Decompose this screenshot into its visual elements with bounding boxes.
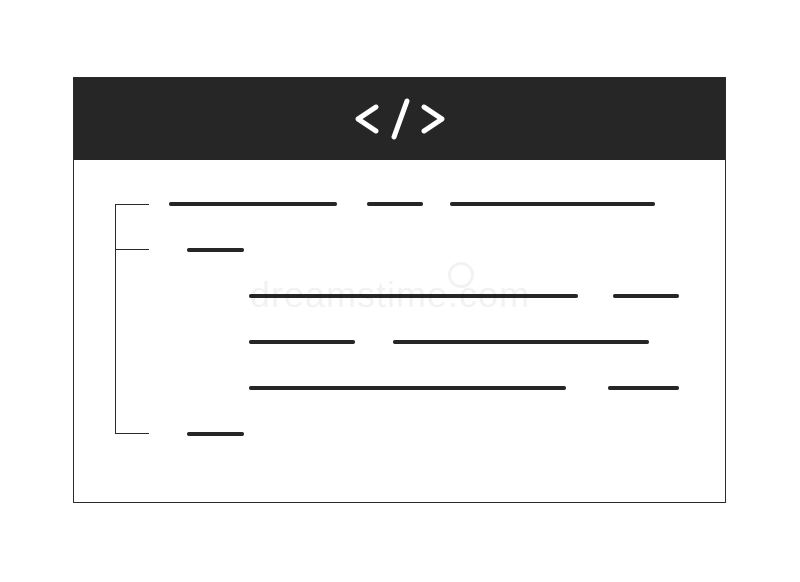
code-window bbox=[73, 77, 726, 503]
code-line bbox=[608, 386, 679, 390]
code-line bbox=[169, 202, 337, 206]
tree-bracket bbox=[115, 204, 116, 434]
code-line bbox=[613, 294, 679, 298]
code-line bbox=[187, 248, 244, 252]
tree-tick bbox=[115, 249, 149, 250]
code-line bbox=[249, 340, 355, 344]
code-line bbox=[249, 386, 566, 390]
code-line bbox=[393, 340, 649, 344]
code-line bbox=[450, 202, 655, 206]
tree-tick bbox=[115, 204, 149, 205]
code-line bbox=[187, 432, 244, 436]
code-line bbox=[249, 294, 578, 298]
watermark-seal-icon bbox=[448, 262, 474, 288]
code-line bbox=[367, 202, 423, 206]
code-tag-icon bbox=[355, 98, 444, 140]
tree-tick bbox=[115, 433, 149, 434]
window-header bbox=[74, 78, 725, 160]
